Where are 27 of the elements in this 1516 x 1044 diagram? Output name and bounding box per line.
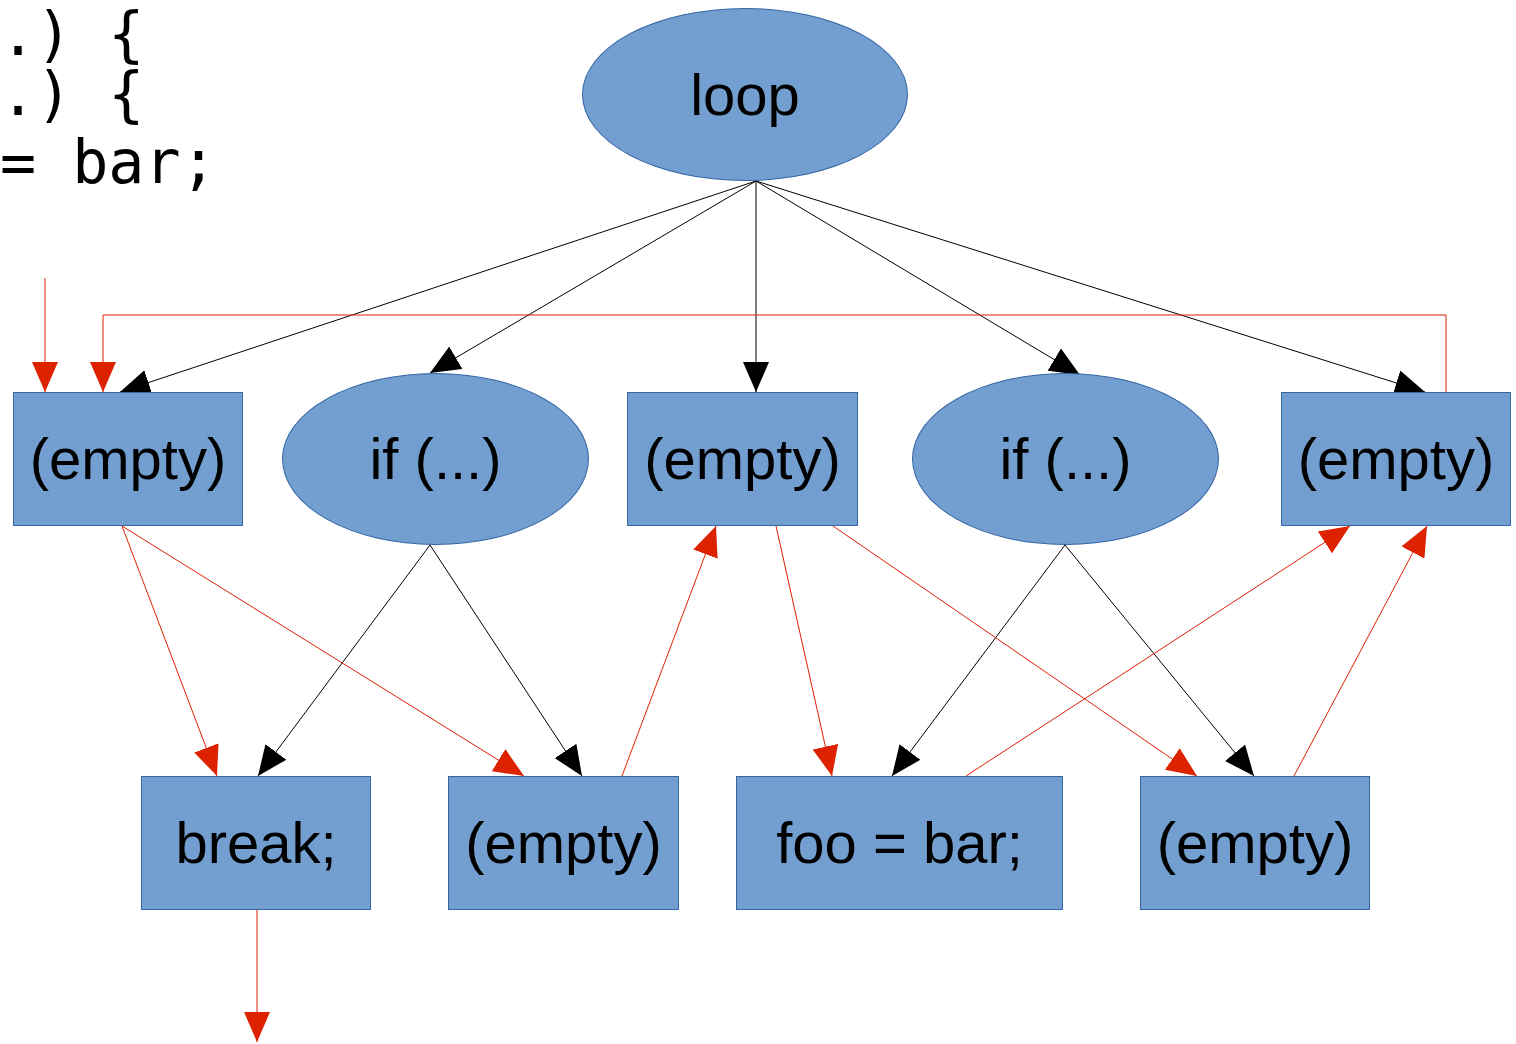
arrow	[429, 180, 757, 374]
arrow	[832, 525, 1198, 777]
arrow	[121, 525, 219, 777]
process-box	[141, 776, 371, 910]
arrow	[891, 544, 1066, 777]
node-label: foo = bar;	[776, 814, 1023, 872]
process-box	[1281, 392, 1511, 526]
arrow	[244, 909, 270, 1043]
arrow	[1293, 525, 1428, 777]
arrow	[257, 544, 431, 777]
node-label: break;	[175, 814, 337, 872]
code-line: .) {	[0, 0, 145, 68]
arrow	[621, 525, 718, 777]
arrow	[743, 180, 769, 393]
arrow	[90, 314, 1447, 393]
arrow	[121, 525, 525, 777]
arrow	[32, 277, 58, 393]
arrow	[965, 525, 1351, 777]
arrow	[1064, 544, 1255, 777]
process-box	[627, 392, 858, 526]
process-box	[13, 392, 243, 526]
arrow	[775, 525, 839, 777]
code-line: = bar;	[0, 128, 217, 196]
process-box	[1140, 776, 1370, 910]
process-box	[448, 776, 679, 910]
process-box	[736, 776, 1063, 910]
arrow	[429, 544, 583, 777]
